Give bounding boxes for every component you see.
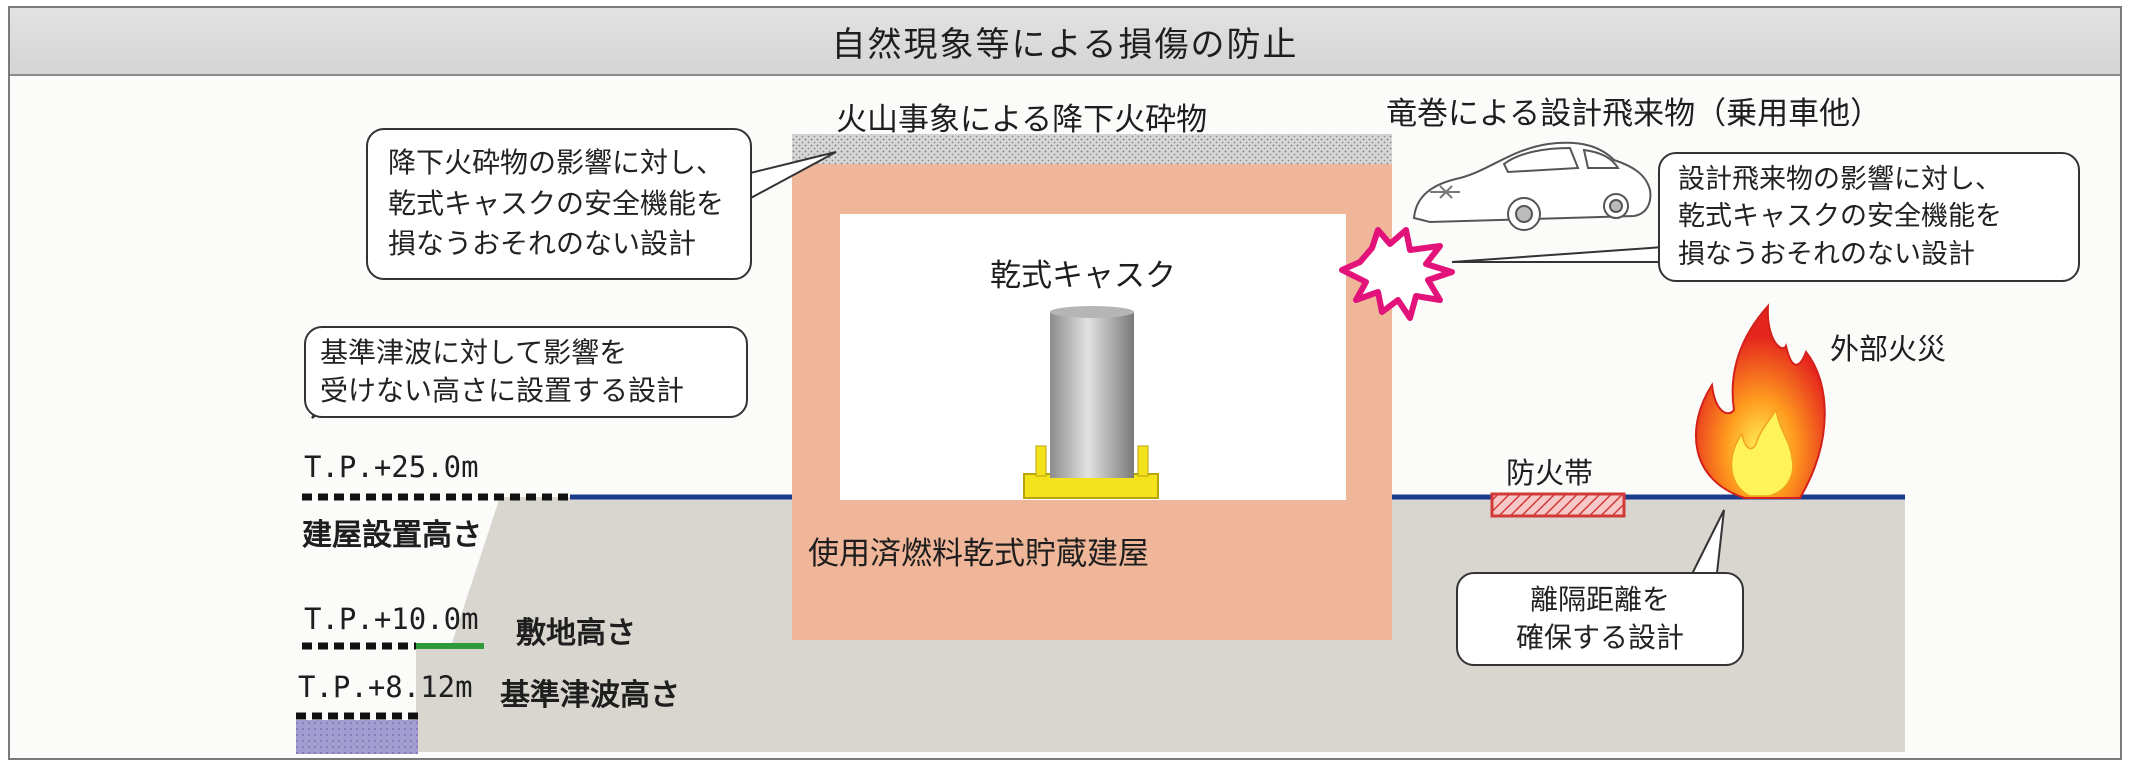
ash-callout-line-2: 乾式キャスクの安全機能を (388, 186, 725, 220)
diagram-title: 自然現象等による損傷の防止 (831, 24, 1299, 65)
level-10-name: 敷地高さ (516, 616, 636, 651)
fire-label: 外部火災 (1830, 332, 1947, 366)
tsunami-water (296, 720, 418, 754)
tornado-callout-tail (1451, 244, 1679, 263)
distance-callout-line-1: 離隔距離を (1529, 583, 1670, 617)
cask-label: 乾式キャスク (990, 258, 1176, 294)
tsunami-callout-line-1: 基準津波に対して影響を (320, 336, 628, 370)
tornado-callout: 設計飛来物の影響に対し、 乾式キャスクの安全機能を 損なうおそれのない設計 (1658, 152, 2080, 282)
building-label: 使用済燃料乾式貯蔵建屋 (808, 536, 1149, 572)
tornado-label: 竜巻による設計飛来物（乗用車他） (1386, 96, 1882, 132)
tornado-callout-line-2: 乾式キャスクの安全機能を (1678, 201, 2002, 233)
level-25-name: 建屋設置高さ (302, 518, 482, 553)
level-812-value: T.P.+8.12m (298, 670, 473, 704)
tsunami-callout: 基準津波に対して影響を 受けない高さに設置する設計 (304, 326, 748, 418)
tornado-callout-line-1: 設計飛来物の影響に対し、 (1678, 164, 2002, 196)
car-icon (1412, 141, 1652, 231)
ash-layer (792, 134, 1392, 164)
ash-label: 火山事象による降下火砕物 (836, 102, 1208, 138)
level-10-value: T.P.+10.0m (304, 602, 479, 636)
cask-top (1050, 306, 1134, 318)
title-bar: 自然現象等による損傷の防止 (10, 8, 2120, 76)
tsunami-callout-line-2: 受けない高さに設置する設計 (320, 374, 685, 407)
level-812-name: 基準津波高さ (500, 678, 680, 713)
fire-icon (1694, 303, 1826, 499)
firebreak-strip (1490, 492, 1626, 518)
ash-callout: 降下火砕物の影響に対し、 乾式キャスクの安全機能を 損なうおそれのない設計 (366, 128, 752, 280)
site-ground (416, 646, 516, 752)
cask-support-right (1137, 445, 1149, 477)
cask-body (1050, 312, 1134, 478)
distance-callout: 離隔距離を 確保する設計 (1456, 572, 1744, 666)
level-25-value: T.P.+25.0m (304, 450, 479, 484)
firebreak-label: 防火帯 (1506, 456, 1594, 490)
tornado-callout-line-3: 損なうおそれのない設計 (1678, 238, 1975, 270)
impact-burst-icon (1339, 227, 1455, 321)
cask-support-left (1035, 445, 1047, 477)
ash-callout-line-1: 降下火砕物の影響に対し、 (388, 146, 725, 180)
ash-callout-line-3: 損なうおそれのない設計 (388, 227, 697, 261)
distance-callout-line-2: 確保する設計 (1515, 621, 1684, 654)
